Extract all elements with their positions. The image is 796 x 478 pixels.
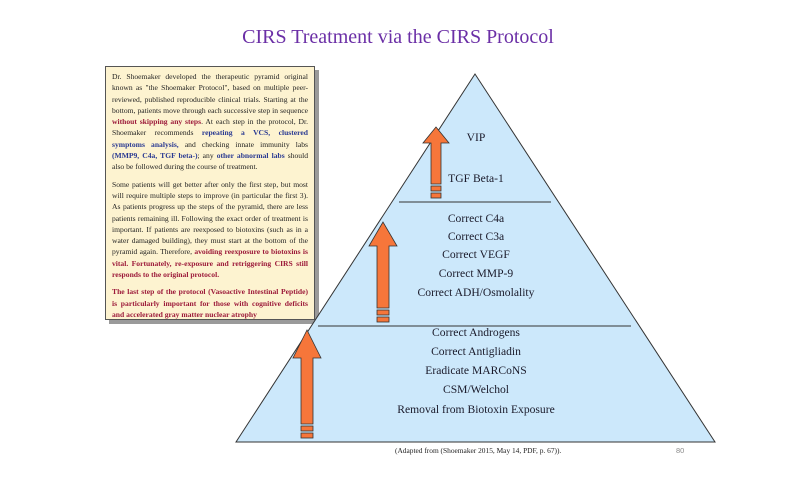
pyramid-label-vip: VIP — [466, 131, 486, 144]
p1-text-4: ; any — [197, 151, 217, 161]
p1-highlight-2: repeating a VCS, clustered symptoms anal… — [112, 128, 308, 149]
p1-text-2: . At each step in the protocol, Dr. Shoe… — [112, 117, 309, 138]
arrow-up-icon — [368, 221, 398, 323]
pyramid-label-c4a: Correct C4a — [447, 212, 505, 225]
pyramid-label-c3a: Correct C3a — [447, 230, 505, 243]
p1-highlight-1: without skipping any steps — [112, 117, 202, 127]
pyramid-label-androgens: Correct Androgens — [432, 326, 520, 339]
p2-text-1: Some patients will get better after only… — [112, 179, 308, 257]
pyramid-shape — [235, 73, 716, 443]
page-number: 80 — [676, 446, 685, 455]
p1-text-3: and checking innate immunity labs — [178, 139, 309, 149]
pyramid-label-mmp9: Correct MMP-9 — [438, 267, 514, 280]
paragraph-3: The last step of the protocol (Vasoactiv… — [112, 287, 308, 319]
description-textbox: Dr. Shoemaker developed the therapeutic … — [105, 66, 315, 320]
pyramid-label-csm: CSM/Welchol — [442, 383, 510, 396]
pyramid-label-adh: Correct ADH/Osmolality — [417, 286, 535, 299]
paragraph-2: Some patients will get better after only… — [112, 179, 308, 281]
pyramid-label-marcons: Eradicate MARCoNS — [425, 364, 527, 377]
paragraph-1: Dr. Shoemaker developed the therapeutic … — [112, 71, 308, 173]
arrow-up-icon — [292, 329, 322, 439]
p1-text-5: should also be followed during the cours… — [112, 151, 308, 172]
p1-highlight-3: (MMP9, C4a, TGF beta-) — [112, 151, 198, 161]
arrow-up-icon — [422, 126, 450, 199]
slide-title: CIRS Treatment via the CIRS Protocol — [242, 26, 554, 48]
p2-highlight-1: avoiding reexposure to biotoxins is vita… — [112, 247, 308, 280]
p1-highlight-4: other abnormal labs — [216, 151, 285, 161]
pyramid-label-biotoxin: Removal from Biotoxin Exposure — [397, 403, 555, 416]
source-caption: (Adapted from (Shoemaker 2015, May 14, P… — [395, 446, 562, 455]
p1-text-1: Dr. Shoemaker developed the therapeutic … — [112, 72, 308, 115]
pyramid-label-antigliadin: Correct Antigliadin — [431, 345, 521, 358]
pyramid-label-vegf: Correct VEGF — [442, 248, 510, 261]
pyramid-label-tgf: TGF Beta-1 — [448, 172, 504, 185]
